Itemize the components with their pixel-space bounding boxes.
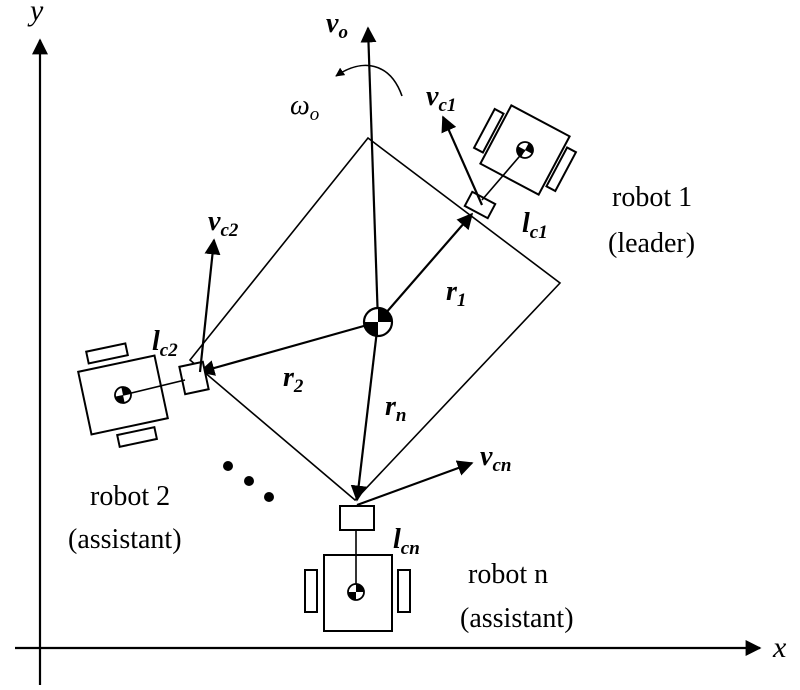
y-axis-label: y (27, 0, 44, 27)
robot-n-velocity-arrow (356, 460, 474, 507)
robot-2-role: (assistant) (68, 524, 182, 555)
robot-2-arm (122, 379, 186, 396)
robot-2-gripper (178, 360, 210, 396)
robot-n-wheel-right (397, 569, 411, 613)
robot-2-velocity-label: vc2 (208, 206, 239, 241)
x-axis-label: x (772, 631, 787, 664)
robot-n-wheel-left (304, 569, 318, 613)
robot-n (304, 505, 411, 632)
robot-2-contact-label: lc2 (152, 326, 178, 361)
object-velocity-label: vo (326, 8, 348, 43)
robot-2 (77, 342, 210, 449)
robot-2-velocity-arrow (198, 238, 221, 373)
robot-n-gripper (339, 505, 375, 531)
r1-vector (377, 212, 474, 323)
robot-n-velocity-label: vcn (480, 441, 511, 476)
robot-1-wheel-right (545, 146, 578, 193)
robot-1 (463, 104, 578, 220)
ellipsis-dots (223, 461, 274, 502)
robot-n-contact-label: lcn (393, 524, 420, 559)
robot-1-contact-label: lc1 (522, 208, 548, 243)
robot-2-wheel-bottom (116, 425, 159, 449)
robot-1-arm (481, 149, 526, 201)
robot-2-wheel-top (85, 342, 130, 365)
r2-vector (198, 320, 379, 376)
robot-n-role: (assistant) (460, 603, 574, 634)
r1-label: r1 (446, 276, 466, 311)
angular-velocity-arc (335, 64, 403, 97)
rn-vector (350, 321, 380, 502)
robot-1-name: robot 1 (612, 182, 692, 213)
robot-2-name: robot 2 (90, 481, 170, 512)
robot-1-role: (leader) (608, 228, 695, 259)
center-of-mass-icon (362, 306, 394, 338)
r2-label: r2 (283, 362, 304, 397)
robot-1-wheel-left (472, 107, 505, 154)
robot-1-velocity-label: vc1 (426, 81, 456, 116)
object-velocity-arrow (360, 26, 380, 323)
robot-n-center-icon (347, 583, 365, 601)
robot-n-name: robot n (468, 559, 548, 590)
rn-label: rn (385, 391, 406, 426)
robot-1-velocity-arrow (441, 115, 484, 206)
angular-velocity-label: ωo (290, 90, 319, 125)
